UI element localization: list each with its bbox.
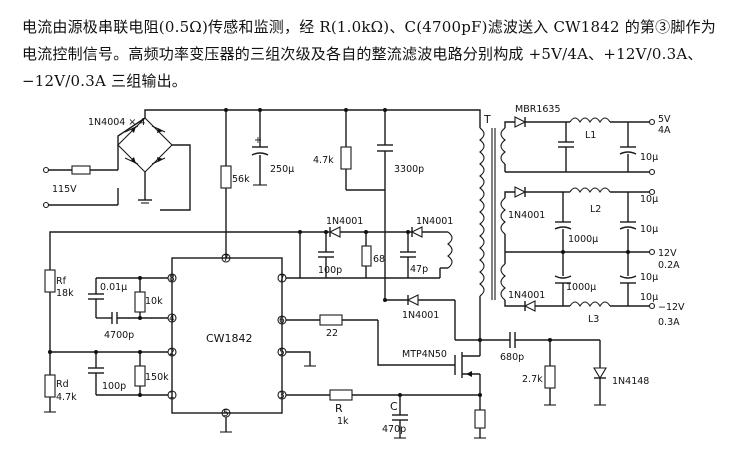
ic-label: CW1842 [206, 332, 253, 345]
gate-drive: 22 [286, 314, 455, 366]
pin-3: 3 [279, 391, 285, 401]
r-4k7-b-label: 4.7k [56, 392, 77, 403]
out-02a-label: 0.2A [658, 260, 680, 271]
transformer: T [440, 113, 496, 340]
c-10u-5-label: 10μ [640, 292, 658, 303]
out-03a-label: 0.3A [658, 317, 680, 328]
out-m12v-label: −12V [658, 302, 685, 313]
drain-clamp: 680p 2.7k 1N4148 [480, 332, 649, 406]
transformer-label: T [483, 113, 491, 126]
out-12v-label: 12V [658, 248, 677, 259]
mosfet-label: MTP4N50 [402, 349, 447, 360]
r-18k-label: 18k [56, 288, 74, 299]
secondary-5v: MBR1635 L1 5V 4A 10μ [500, 104, 671, 176]
bridge-rectifier: 1N4004 × 4 [88, 112, 191, 211]
r-68-label: 68 [373, 254, 385, 265]
secondary-12v: 1N4001 L2 1000μ 10μ 10μ 12V 0.2A 10μ 1N4… [500, 186, 685, 328]
r-2k7-label: 2.7k [522, 374, 543, 385]
d-1n4148-label: 1N4148 [612, 376, 649, 387]
c-10u-1-label: 10μ [640, 152, 658, 163]
c-100p-2-label: 100p [102, 381, 126, 392]
current-sense: R 1k C 470p [286, 389, 486, 439]
d-b-label: 1N4001 [416, 216, 453, 227]
l3-label: L3 [588, 314, 599, 325]
r-56k-label: 56k [232, 174, 250, 185]
c-1000u-1-label: 1000μ [568, 234, 598, 245]
l1-label: L1 [585, 130, 596, 141]
c-250u-label: 250μ [270, 164, 294, 175]
c-1000u-2-label: 1000μ [566, 282, 596, 293]
c-001u-label: 0.01μ [100, 282, 127, 293]
pin-bottom: 5 [223, 409, 229, 419]
rf-label: Rf [56, 276, 67, 287]
out-5v-label: 5V [658, 114, 671, 125]
snubber: 4.7k 3300p [313, 144, 424, 300]
description-paragraph: 电流由源极串联电阻(0.5Ω)传感和监测，经 R(1.0kΩ)、C(4700pF… [22, 18, 716, 90]
r-22-label: 22 [326, 328, 338, 339]
ac-input: 115V [42, 117, 146, 209]
pin-2: 2 [169, 348, 175, 358]
r-1k-label: 1k [337, 416, 349, 427]
svg-text:+: + [254, 135, 262, 146]
capacitor-250u: + 250μ [251, 135, 294, 186]
c-10u-2-label: 10μ [640, 194, 658, 205]
aux-supply: 1N4001 1N4001 100p 68 47p [49, 216, 453, 279]
c-mark-label: C [390, 400, 398, 413]
c-10u-3-label: 10μ [640, 224, 658, 235]
c-680p-label: 680p [500, 352, 524, 363]
r-150k-label: 150k [145, 372, 169, 383]
c-100p-1-label: 100p [318, 265, 342, 276]
d-c-label: 1N4001 [402, 310, 439, 321]
c-3300p-label: 3300p [394, 164, 424, 175]
bridge-label: 1N4004 × 4 [88, 117, 145, 128]
input-voltage-label: 115V [52, 184, 77, 195]
d-sec2-label: 1N4001 [508, 290, 545, 301]
resistor-56k: 56k [220, 165, 250, 258]
d-a-label: 1N4001 [326, 216, 363, 227]
mosfet: MTP4N50 [402, 338, 482, 410]
pin-1: 1 [169, 391, 175, 401]
pin-8: 8 [169, 274, 175, 284]
d-sec1-label: 1N4001 [508, 210, 545, 221]
hv-rail [144, 108, 481, 166]
r-10k-label: 10k [145, 296, 163, 307]
out-4a-label: 4A [658, 125, 671, 136]
c-4700p-label: 4700p [104, 330, 134, 341]
drain-diode: 1N4001 [383, 294, 480, 341]
feedback-divider: Rf 18k Rd 4.7k 100p 150k [44, 269, 169, 413]
l2-label: L2 [590, 204, 601, 215]
rd-label: Rd [56, 379, 69, 390]
timing-network: 0.01μ 10k 4700p [88, 276, 168, 341]
pin-7b: 7 [279, 274, 285, 284]
mbr-label: MBR1635 [515, 104, 561, 115]
pin-7: 7 [223, 254, 229, 264]
c-470p-label: 470p [382, 424, 406, 435]
pin-6: 6 [279, 316, 285, 326]
c-10u-4-label: 10μ [640, 272, 658, 283]
r-mark-label: R [335, 402, 343, 415]
pin-5: 5 [279, 348, 285, 358]
r-4k7-label: 4.7k [313, 155, 334, 166]
c-47p-label: 47p [410, 264, 428, 275]
pin-4: 4 [169, 314, 175, 324]
ic-cw1842: CW1842 8 4 2 1 7 7 6 5 3 5 [167, 232, 316, 433]
